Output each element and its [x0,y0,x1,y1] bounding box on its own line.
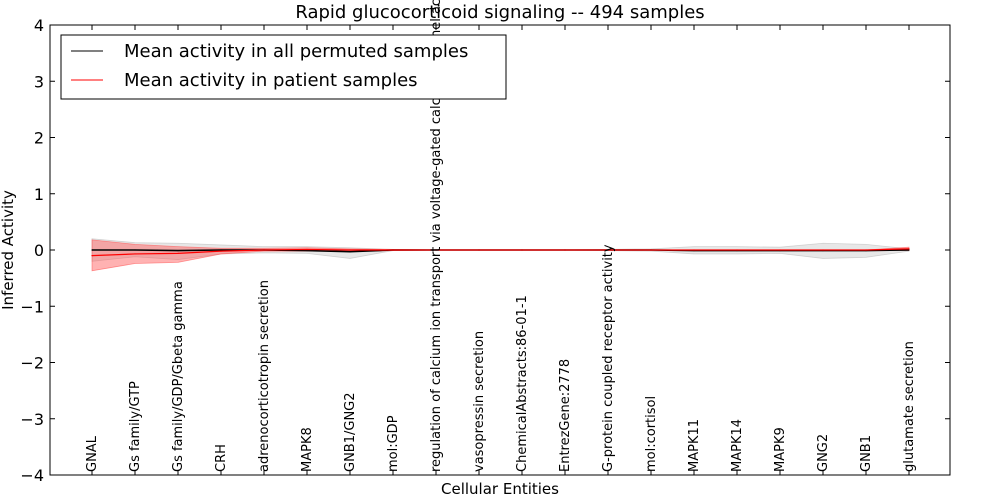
data-point [908,249,910,251]
data-point [693,249,695,251]
data-point [220,249,222,251]
x-tick-label: vasopressin secretion [472,331,487,472]
x-tick-label: mol:GDP [386,415,401,472]
legend-box [60,34,507,100]
data-point [91,249,93,251]
x-tick-label: GNAL [85,435,100,472]
data-point [822,249,824,251]
x-tick-label: MAPK14 [730,419,745,472]
x-tick-label: GNB1 [859,435,874,472]
data-point [349,251,351,253]
x-tick-label: GNG2 [816,434,831,472]
x-tick-label: mol:cortisol [644,396,659,472]
y-axis-title: Inferred Activity [0,190,17,310]
data-point [908,248,910,250]
x-tick-label: regulation of calcium ion transport via … [429,0,444,472]
data-point [779,249,781,251]
x-tick-label: ChemicalAbstracts:86-01-1 [515,295,530,472]
data-point [349,249,351,251]
data-point [392,249,394,251]
y-tick-label: −2 [20,354,44,373]
data-point [607,249,609,251]
data-point [306,249,308,252]
x-tick-label: G-protein coupled receptor activity [601,244,616,472]
data-point [177,249,179,252]
data-point [650,249,652,251]
data-point [134,249,136,251]
y-tick-label: 4 [34,16,44,35]
x-axis-title: Cellular Entities [441,480,559,498]
data-point [263,249,265,251]
y-tick-label: 3 [34,72,44,91]
data-point [177,252,179,254]
chart-title: Rapid glucocorticoid signaling -- 494 sa… [295,2,704,23]
data-point [478,249,480,251]
y-tick-label: 0 [34,241,44,260]
data-point [521,249,523,251]
data-point [736,249,738,251]
data-point [220,250,222,252]
plot-area: 4 3 2 1 0 −1 −2 −3 −4 GNAL Gs family/GTP Gs family/… [20,0,951,485]
x-tick-label: MAPK8 [300,427,315,472]
x-tick-label: Gs family/GTP [128,381,143,472]
data-point [564,249,566,251]
series-line-1 [91,248,910,257]
legend-label-patient: Mean activity in patient samples [124,70,418,91]
y-tick-label: −1 [20,297,44,316]
data-point [134,253,136,255]
x-tick-label: MAPK11 [687,419,702,472]
x-tick-label: adrenocorticotropin secretion [257,280,272,472]
data-point [865,249,867,251]
y-tick-label: −3 [20,410,44,429]
legend: Mean activity in all permuted samples Me… [60,34,507,100]
y-tick-label: 2 [34,129,44,148]
y-tick-label: 1 [34,185,44,204]
data-point [435,249,437,251]
legend-label-permuted: Mean activity in all permuted samples [124,41,468,62]
x-tick-label: GNB1/GNG2 [343,392,358,472]
x-tick-label: Gs family/GDP/Gbeta gamma [171,281,186,472]
x-tick-label: MAPK9 [773,427,788,472]
x-tick-label: CRH [214,444,229,472]
data-point [306,248,308,251]
y-tick-label: −4 [20,466,44,485]
x-tick-label: glutamate secretion [902,341,917,472]
x-tick-label: EntrezGene:2778 [558,359,573,472]
data-point [91,255,93,257]
